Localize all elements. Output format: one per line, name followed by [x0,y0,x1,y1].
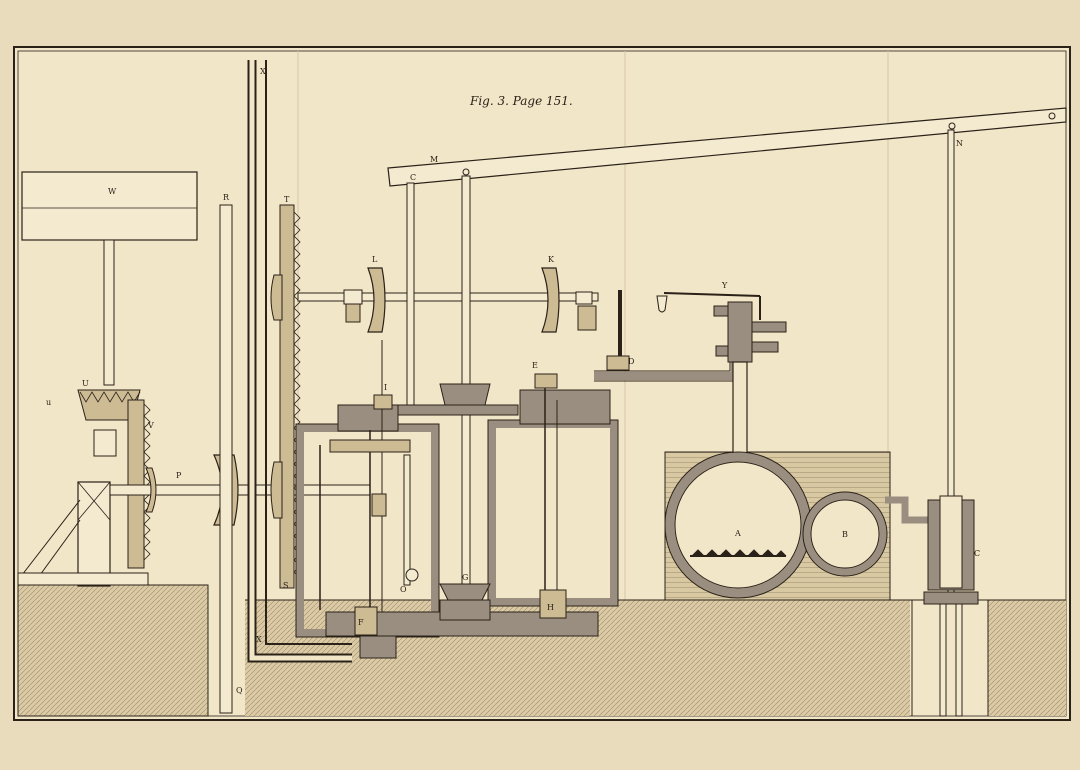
label-A: A [734,529,741,538]
pillar-block [77,481,111,587]
flywheel-hub [145,467,157,513]
label-T: T [284,195,290,204]
label-F: F [358,618,364,627]
crank-pin [405,568,419,582]
guide-rod [403,454,411,586]
safety-valve-cap [713,305,729,317]
right-foundation [988,600,1066,716]
diagonal-strut [21,499,81,576]
safety-valve-column [727,301,753,363]
base-beam [17,572,149,586]
rack-wheel [270,461,283,519]
valve-I [373,394,393,410]
crosshead [329,439,411,453]
valve-D [606,355,630,371]
label-O: O [400,585,407,594]
label-X-bottom: X [256,635,262,644]
bearing-right-block [577,305,597,331]
pipe-X-inner [249,60,352,661]
bottom-base [359,635,397,659]
safety-valve-branch [751,341,779,353]
figure-caption: Fig. 3. Page 151. [469,94,573,108]
pulley-L [367,267,386,333]
pump-pipe-down [939,603,947,717]
stuffing-box [439,383,491,406]
label-R: R [223,193,230,202]
label-X-top: X [260,67,266,76]
safety-valve-branch [751,321,787,333]
label-N: N [956,139,963,148]
label-W: W [108,187,117,196]
label-H: H [547,603,554,612]
pipe-X-2 [265,60,352,645]
label-K: K [548,255,555,264]
label-P: P [176,471,182,480]
label-U: U [82,379,89,388]
rack-T [279,204,295,589]
valve-rod [618,290,622,370]
label-C: C [410,173,416,182]
label-C-cond: C [974,549,980,558]
boiler-neck [732,361,748,463]
pump-pipe-down [955,603,963,717]
lever-Y [663,292,761,297]
label-B: B [842,530,848,539]
pipe-to-pump [885,496,935,524]
left-foundation [17,584,209,717]
weight-rod [103,239,115,386]
label-G: G [462,573,468,582]
bearing-right [575,291,593,305]
label-I: I [384,383,387,392]
bearing-block [93,429,117,457]
bearing-left [343,289,363,305]
pillar-cross [77,481,111,521]
plate-border [13,46,1071,721]
label-Q: Q [236,686,243,695]
rod-C [406,182,415,409]
beam-pivot [948,122,956,130]
vessel-B [803,492,887,576]
bearing-left-block [345,303,361,323]
pump-C-inner [939,495,963,589]
valve-F [354,606,378,636]
label-E: E [532,361,538,370]
weight-box [21,171,198,241]
main-shaft-P [109,484,371,496]
vertical-gear-V [127,399,145,569]
beam-M [387,107,1067,187]
boiler-A [665,452,811,598]
lever-weight [656,295,668,313]
valve-H [539,589,567,619]
grate-coals [691,549,787,557]
pulley-K [541,267,560,333]
label-M: M [430,155,438,164]
rack-wheel [270,274,283,321]
vessel-B-inner [810,499,880,569]
label-u: u [46,398,51,407]
label-D: D [628,357,634,366]
label-L: L [372,255,378,264]
beam-pivot [1048,112,1056,120]
diagonal-strut [39,519,81,576]
label-S: S [283,581,288,590]
safety-valve-cap [715,345,729,357]
cylinder-top-plate [397,404,519,416]
label-V: V [147,421,154,430]
vessel-B-outer [802,491,888,577]
upper-shaft [297,292,599,302]
boiler-A-inner [674,461,802,589]
hanging-block [371,493,387,517]
pedestal-G-base [439,599,491,621]
label-Y: Y [721,281,728,290]
valve-E [534,373,558,389]
pump-base [923,591,979,605]
rod-R [219,204,233,714]
beam-pivot [462,168,470,176]
steam-box [519,389,611,425]
gear-teeth [79,391,141,403]
